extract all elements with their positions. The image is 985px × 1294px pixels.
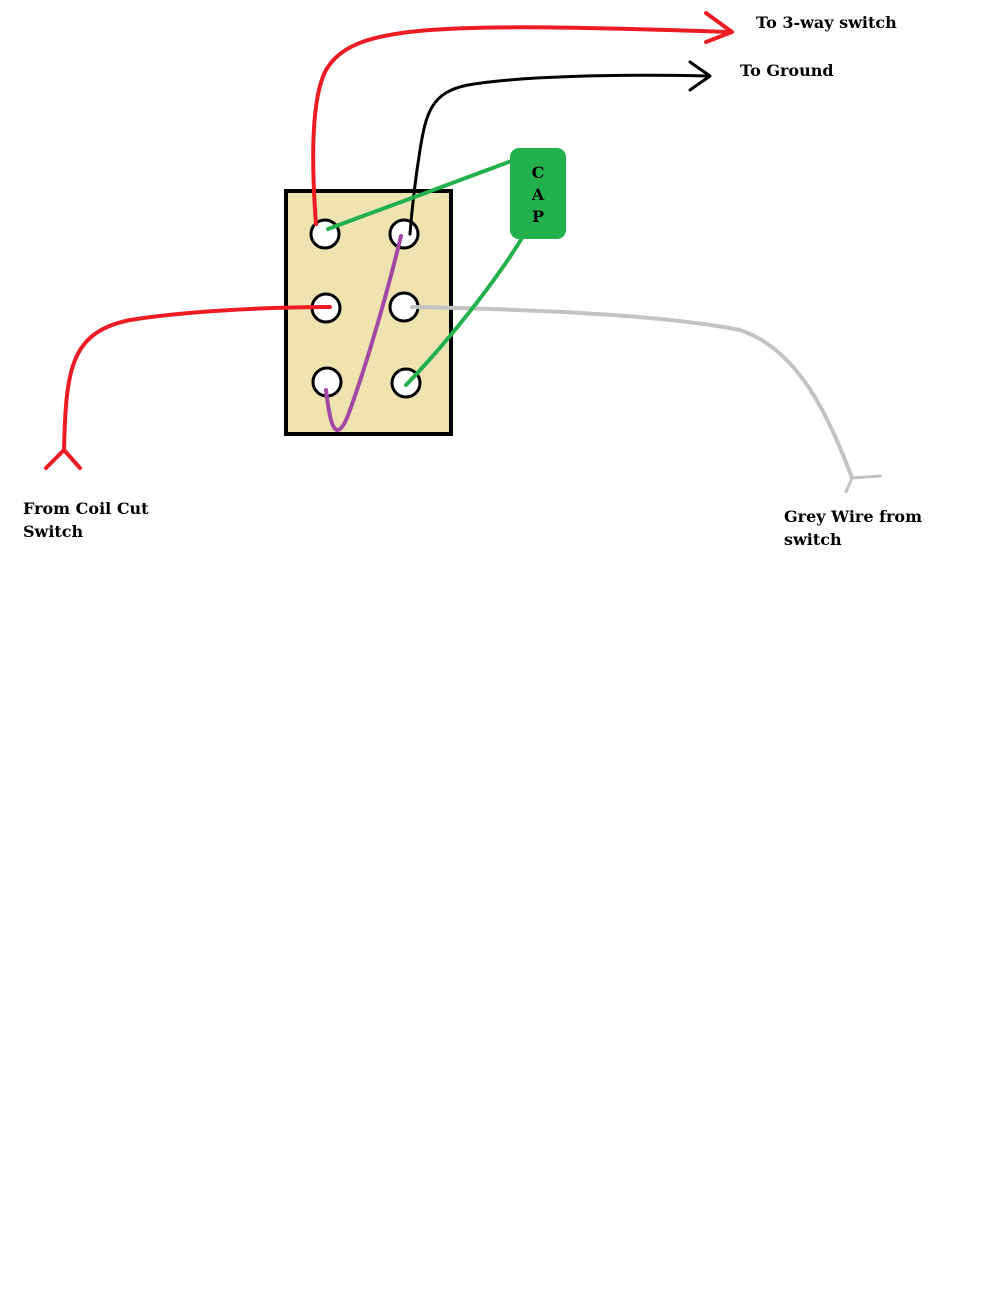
cap-letter-p: P [532,207,544,226]
purple-jumper-wire [324,234,403,433]
switch-body [284,189,453,436]
label-grey-wire-from-switch: Grey Wire from switch [784,505,922,551]
coil-cut-end [44,448,82,470]
cap-letter-c: C [532,163,545,182]
label-from-coil-cut-line2: Switch [23,522,84,541]
lug-top-right [388,218,420,250]
label-from-coil-cut-switch: From Coil Cut Switch [23,497,149,543]
label-to-ground: To Ground [740,61,834,80]
label-grey-wire-line1: Grey Wire from [784,507,922,526]
green-cap-lead-bottom [404,236,524,387]
black-wire-to-ground [408,73,710,236]
capacitor-body [510,148,566,239]
label-from-coil-cut-line1: From Coil Cut [23,499,149,518]
red-wire-to-3way-switch [311,25,732,226]
grey-wire-end [844,474,882,494]
label-grey-wire-line2: switch [784,530,842,549]
capacitor: C A P [510,148,566,239]
red-wire-from-coil-cut [62,305,332,452]
green-cap-lead-top [326,158,516,231]
grey-wire-from-switch [410,305,854,480]
label-to-3way-switch: To 3-way switch [756,13,897,32]
arrowhead-3way [704,11,734,44]
cap-letter-a: A [531,185,545,204]
arrowhead-ground [688,60,712,92]
